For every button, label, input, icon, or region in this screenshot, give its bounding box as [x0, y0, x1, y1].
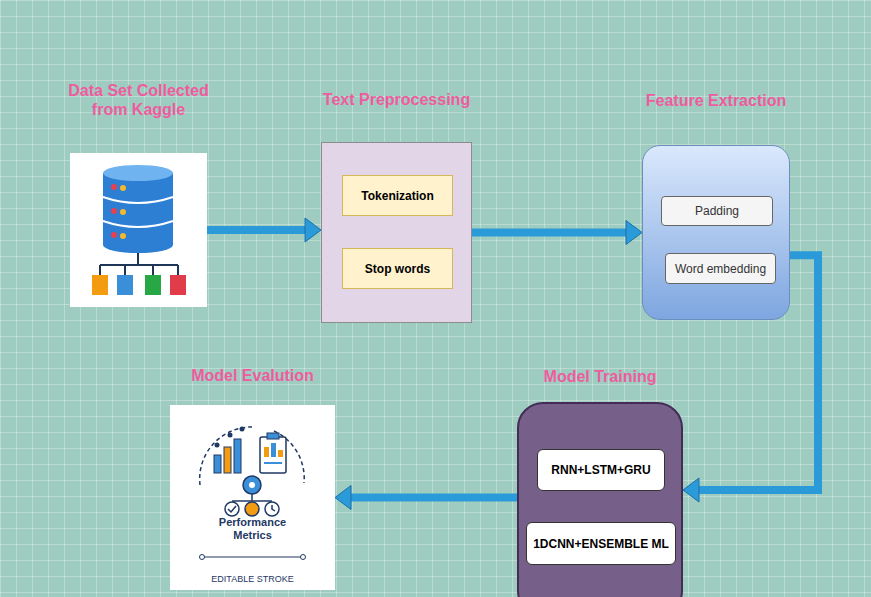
icon-shape: [152, 265, 154, 275]
icon-shape: [245, 502, 259, 516]
icon-shape: [111, 208, 117, 214]
icon-caption-row: Performance Metrics: [170, 516, 335, 543]
icon-shape: [228, 433, 233, 438]
icon-shape: [215, 443, 220, 448]
icon-shape: [92, 275, 108, 295]
icon-shape: [234, 439, 241, 473]
icon-shape: [225, 502, 239, 516]
icon-shape: [204, 556, 301, 557]
icon-shape: [111, 232, 117, 238]
box-label: Padding: [695, 204, 739, 218]
icon-shape: [170, 275, 186, 295]
icon-shape: [120, 233, 126, 239]
icon-shape: [111, 184, 117, 190]
stage-heading-text: Model Training: [544, 367, 657, 386]
flow-arrow: [207, 218, 321, 242]
stage-heading: Text Preprocessing: [252, 90, 541, 109]
box-label: Word embedding: [675, 262, 766, 276]
step-box: Stop words: [342, 248, 453, 289]
metric-circles: [225, 502, 279, 516]
icon-shape: [224, 447, 231, 473]
icon-shape: [228, 506, 236, 512]
flow-arrow: [472, 221, 642, 245]
icon-shape: [103, 197, 173, 203]
feature-step-box: Word embedding: [665, 253, 776, 284]
icon-shape: [240, 427, 245, 432]
training-box: RNN+LSTM+GRU1DCNN+ENSEMBLE MLModel Train…: [517, 402, 683, 597]
icon-shape: [103, 237, 173, 253]
arrow-head: [305, 218, 321, 242]
icon-shape: [120, 185, 126, 191]
model-box: RNN+LSTM+GRU: [537, 449, 665, 491]
metrics-icon: [170, 405, 335, 590]
clipboard: [260, 433, 286, 473]
icon-caption: Performance Metrics: [213, 516, 293, 542]
icon-shape: [243, 476, 261, 494]
icon-shape: [249, 482, 255, 488]
stage-heading-text: Feature Extraction: [646, 91, 786, 110]
box-label: 1DCNN+ENSEMBLE ML: [533, 537, 669, 551]
icon-shape: [200, 555, 205, 560]
icon-shape: [103, 165, 173, 181]
icon-shape: [177, 265, 179, 275]
arrow-shaft: [472, 229, 627, 237]
stage-heading-text: Text Preprocessing: [323, 90, 470, 109]
icon-shape: [251, 494, 253, 501]
arrow-shaft: [207, 226, 306, 234]
stage-heading: Feature Extraction: [573, 91, 859, 110]
arrow-head: [626, 221, 642, 245]
icon-shape: [265, 502, 279, 516]
icon-shape: [103, 173, 173, 245]
icon-shape: [117, 275, 133, 295]
arrow-head: [683, 478, 699, 502]
arrow-head: [335, 486, 351, 510]
icon-shape: [278, 450, 283, 457]
stage-heading: Data Set Collected from Kaggle: [0, 81, 277, 119]
icon-note: EDITABLE STROKE: [211, 574, 293, 585]
icon-shape: [100, 264, 178, 266]
icon-shape: [264, 447, 269, 457]
model-box: 1DCNN+ENSEMBLE ML: [526, 522, 676, 565]
flow-arrow: [335, 486, 517, 510]
icon-shape: [264, 462, 282, 464]
icon-shape: [137, 253, 139, 265]
stage-heading: Model Evalution: [100, 366, 405, 385]
icon-shape: [214, 455, 221, 473]
process-box: TokenizationStop wordsText Preprocessing: [321, 142, 472, 323]
database-icon: [70, 153, 207, 307]
icon-shape: [301, 555, 306, 560]
icon-shape: [267, 433, 279, 439]
icon-shape: [145, 275, 161, 295]
feature-box: PaddingWord embeddingFeature Extraction: [642, 145, 790, 320]
icon-note-row: EDITABLE STROKE: [170, 568, 335, 586]
icon-shape: [260, 437, 286, 473]
stage-heading-text: Data Set Collected from Kaggle: [51, 81, 226, 119]
stage-heading: Model Training: [449, 367, 751, 386]
database-stack: [103, 165, 173, 253]
stage-heading-text: Model Evalution: [191, 366, 314, 385]
arrow-shaft: [350, 494, 517, 502]
box-label: RNN+LSTM+GRU: [551, 463, 650, 477]
icon-shape: [124, 265, 126, 275]
icon-shape: [120, 209, 126, 215]
step-box: Tokenization: [342, 175, 453, 216]
icon-shape: [271, 443, 276, 457]
feature-step-box: Padding: [661, 196, 773, 226]
icon-shape: [272, 505, 275, 511]
box-label: Tokenization: [361, 189, 433, 203]
box-label: Stop words: [365, 262, 430, 276]
icon-shape: [99, 265, 101, 275]
icon-shape: [103, 221, 173, 227]
